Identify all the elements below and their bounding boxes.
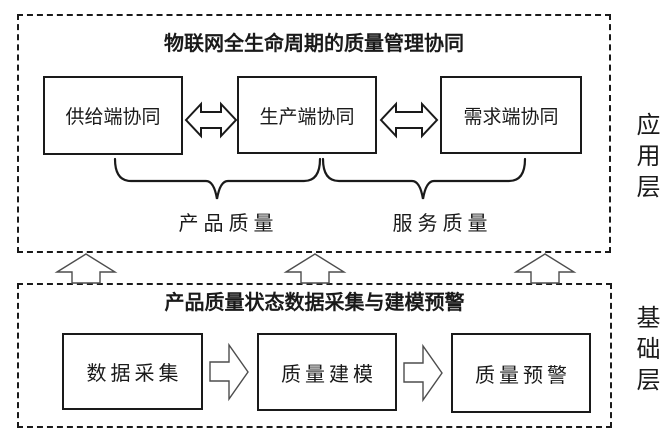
- application-layer-side-label: 应用层: [632, 112, 658, 205]
- node-label: 供给端协同: [65, 107, 161, 128]
- node-data-collection: 数据采集: [62, 333, 203, 410]
- application-layer-title: 物联网全生命周期的质量管理协同: [164, 33, 464, 55]
- node-supply-side-collaboration: 供给端协同: [43, 76, 183, 155]
- node-label: 质量预警: [475, 364, 571, 387]
- base-layer-title: 产品质量状态数据采集与建模预警: [164, 292, 465, 314]
- base-layer-side-label: 基础层: [632, 305, 658, 398]
- node-quality-modeling: 质量建模: [257, 333, 397, 411]
- node-label: 生产端协同: [259, 106, 355, 128]
- node-production-side-collaboration: 生产端协同: [237, 76, 377, 154]
- base-layer-panel: [17, 283, 612, 428]
- service-quality-label: 服务质量: [392, 213, 493, 235]
- application-layer-panel: [17, 14, 611, 253]
- product-quality-label: 产品质量: [178, 213, 279, 235]
- node-label: 需求端协同: [463, 106, 559, 128]
- node-label: 数据采集: [86, 363, 183, 385]
- up-arrow-icon: [54, 253, 118, 284]
- node-demand-side-collaboration: 需求端协同: [440, 76, 582, 154]
- node-label: 质量建模: [281, 363, 377, 386]
- up-arrow-icon: [283, 253, 347, 284]
- up-arrow-icon: [513, 253, 577, 284]
- node-quality-warning: 质量预警: [451, 333, 591, 413]
